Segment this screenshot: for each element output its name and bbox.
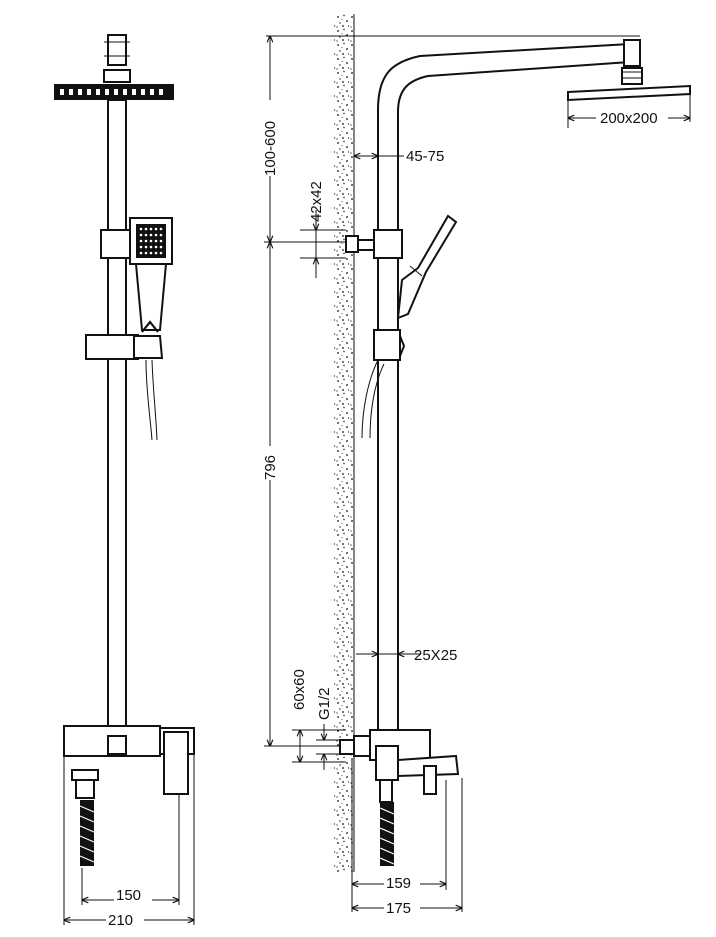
front-hand-shower-nozzles <box>139 227 163 255</box>
front-head-connector <box>107 34 127 66</box>
front-lower-hose <box>80 800 94 866</box>
dim-label-210: 210 <box>108 912 133 929</box>
side-rain-head <box>567 84 691 102</box>
front-dimensions: 150 210 <box>64 754 194 929</box>
side-column-arm <box>377 43 631 730</box>
side-hand-shower <box>396 214 458 320</box>
dim-label-796: 796 <box>262 455 279 480</box>
side-dimensions: 100-600 796 42x42 45-75 200x200 25X25 60… <box>262 36 690 917</box>
side-hose <box>361 359 379 439</box>
dim-label-60x60: 60x60 <box>291 669 308 710</box>
front-column <box>107 99 127 731</box>
dim-label-25x25: 25X25 <box>414 647 457 664</box>
side-view <box>334 14 691 872</box>
front-mixer-outlet <box>71 769 99 781</box>
dim-label-g12: G1/2 <box>316 687 333 720</box>
side-mixer-eccentric <box>353 735 371 757</box>
side-slider <box>373 329 401 361</box>
dim-label-200x200: 200x200 <box>600 110 658 127</box>
front-slider-bracket <box>85 334 139 360</box>
wall-section <box>334 14 354 872</box>
dim-label-175: 175 <box>386 900 411 917</box>
dim-label-42x42: 42x42 <box>308 181 325 222</box>
front-rain-head-slots <box>60 89 163 95</box>
front-hose <box>145 359 153 441</box>
dim-label-100-600: 100-600 <box>262 121 279 176</box>
front-hand-shower-handle <box>134 263 168 331</box>
dim-label-150: 150 <box>116 887 141 904</box>
front-view <box>54 34 195 866</box>
dim-label-159: 159 <box>386 875 411 892</box>
front-mixer-lever <box>163 731 189 795</box>
front-upper-holder <box>100 229 134 259</box>
dim-label-45-75: 45-75 <box>406 148 444 165</box>
